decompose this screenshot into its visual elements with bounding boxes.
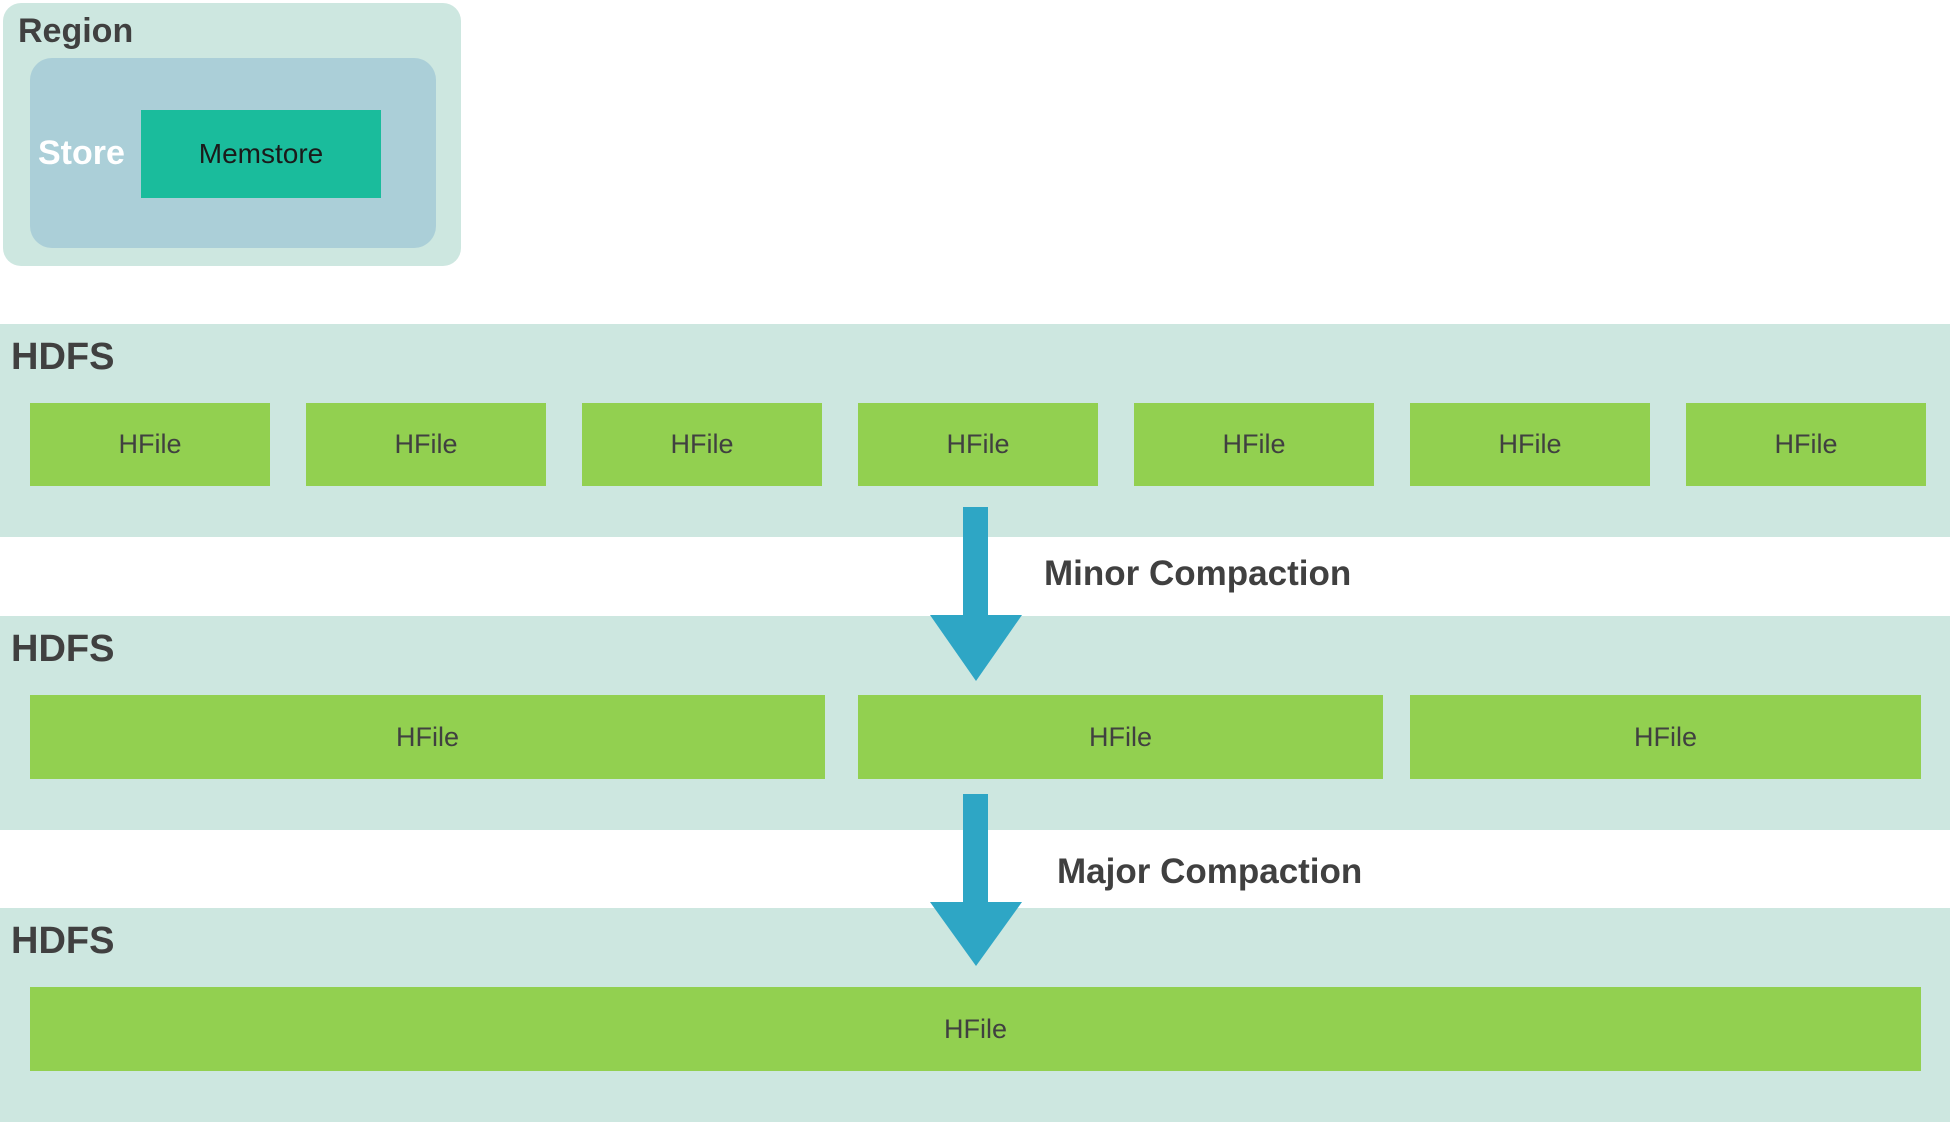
hdfs-band-2-title: HDFS: [11, 628, 115, 670]
minor-compaction-label: Minor Compaction: [1044, 554, 1352, 593]
hfile-box: HFile: [858, 695, 1383, 779]
hfile-box: HFile: [858, 403, 1098, 486]
hfile-box: HFile: [306, 403, 546, 486]
major-compaction-label: Major Compaction: [1057, 852, 1363, 891]
hfile-box: HFile: [30, 987, 1921, 1071]
hdfs-band-3-title: HDFS: [11, 920, 115, 962]
memstore-box: Memstore: [141, 110, 381, 198]
region-title: Region: [18, 12, 134, 50]
minor-compaction-arrow: [930, 507, 1022, 681]
hfile-box: HFile: [1686, 403, 1926, 486]
hfile-box: HFile: [30, 695, 825, 779]
hfile-box: HFile: [1134, 403, 1374, 486]
major-compaction-arrow: [930, 794, 1022, 966]
store-title: Store: [38, 134, 125, 172]
hdfs-band-1-title: HDFS: [11, 336, 115, 378]
hfile-box: HFile: [30, 403, 270, 486]
hfile-box: HFile: [1410, 695, 1921, 779]
hfile-box: HFile: [1410, 403, 1650, 486]
hfile-box: HFile: [582, 403, 822, 486]
